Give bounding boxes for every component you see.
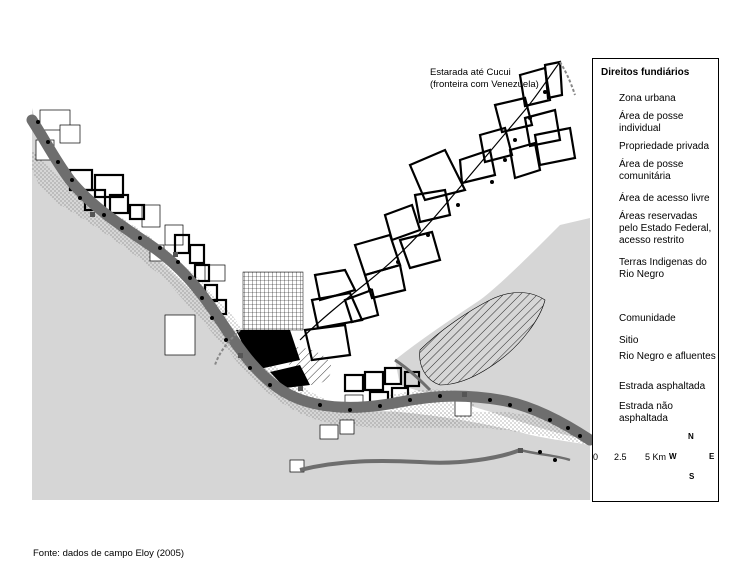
legend-label: Zona urbana — [619, 93, 676, 104]
legend-label: Estrada asphaltada — [619, 381, 706, 392]
legend-label: Áreas reservadas pelo Estado Federal, ac… — [619, 211, 712, 246]
compass-n: N — [688, 432, 694, 441]
road-label: Estarada até Cucui (fronteira com Venezu… — [430, 67, 539, 91]
paved-road — [299, 61, 561, 341]
scale-tick-0: 0 — [593, 452, 599, 462]
legend-label: Área de acesso livre — [619, 193, 710, 204]
road-label-line1: Estarada até Cucui — [430, 67, 511, 78]
legend-label: Área de posse comunitária — [619, 159, 684, 182]
legend-label: Propriedade privada — [619, 141, 710, 152]
legend-label: Estrada não asphaltada — [619, 401, 673, 424]
rio-negro-river — [26, 114, 596, 472]
legend-label: Sitio — [619, 335, 639, 346]
compass-w: W — [669, 452, 677, 461]
scale-tick-5: 5 Km — [645, 452, 667, 462]
legend-label: Área de posse individual — [619, 111, 684, 134]
sitio-markers — [36, 90, 582, 462]
road-label-line2: (fronteira com Venezuela) — [430, 79, 539, 90]
legend-label: Terras Indigenas do Rio Negro — [619, 257, 707, 280]
legend-title: Direitos fundiários — [601, 67, 690, 78]
compass-s: S — [689, 472, 695, 481]
legend-label: Comunidade — [619, 313, 676, 324]
legend: Direitos fundiários Zona urbana Área de … — [592, 58, 719, 502]
compass-e: E — [709, 452, 715, 461]
unpaved-road — [214, 61, 576, 366]
source-caption: Fonte: dados de campo Eloy (2005) — [33, 548, 185, 559]
legend-label: Rio Negro e afluentes — [619, 351, 716, 362]
community-markers — [90, 212, 523, 453]
scale-tick-2-5: 2.5 — [614, 452, 627, 462]
